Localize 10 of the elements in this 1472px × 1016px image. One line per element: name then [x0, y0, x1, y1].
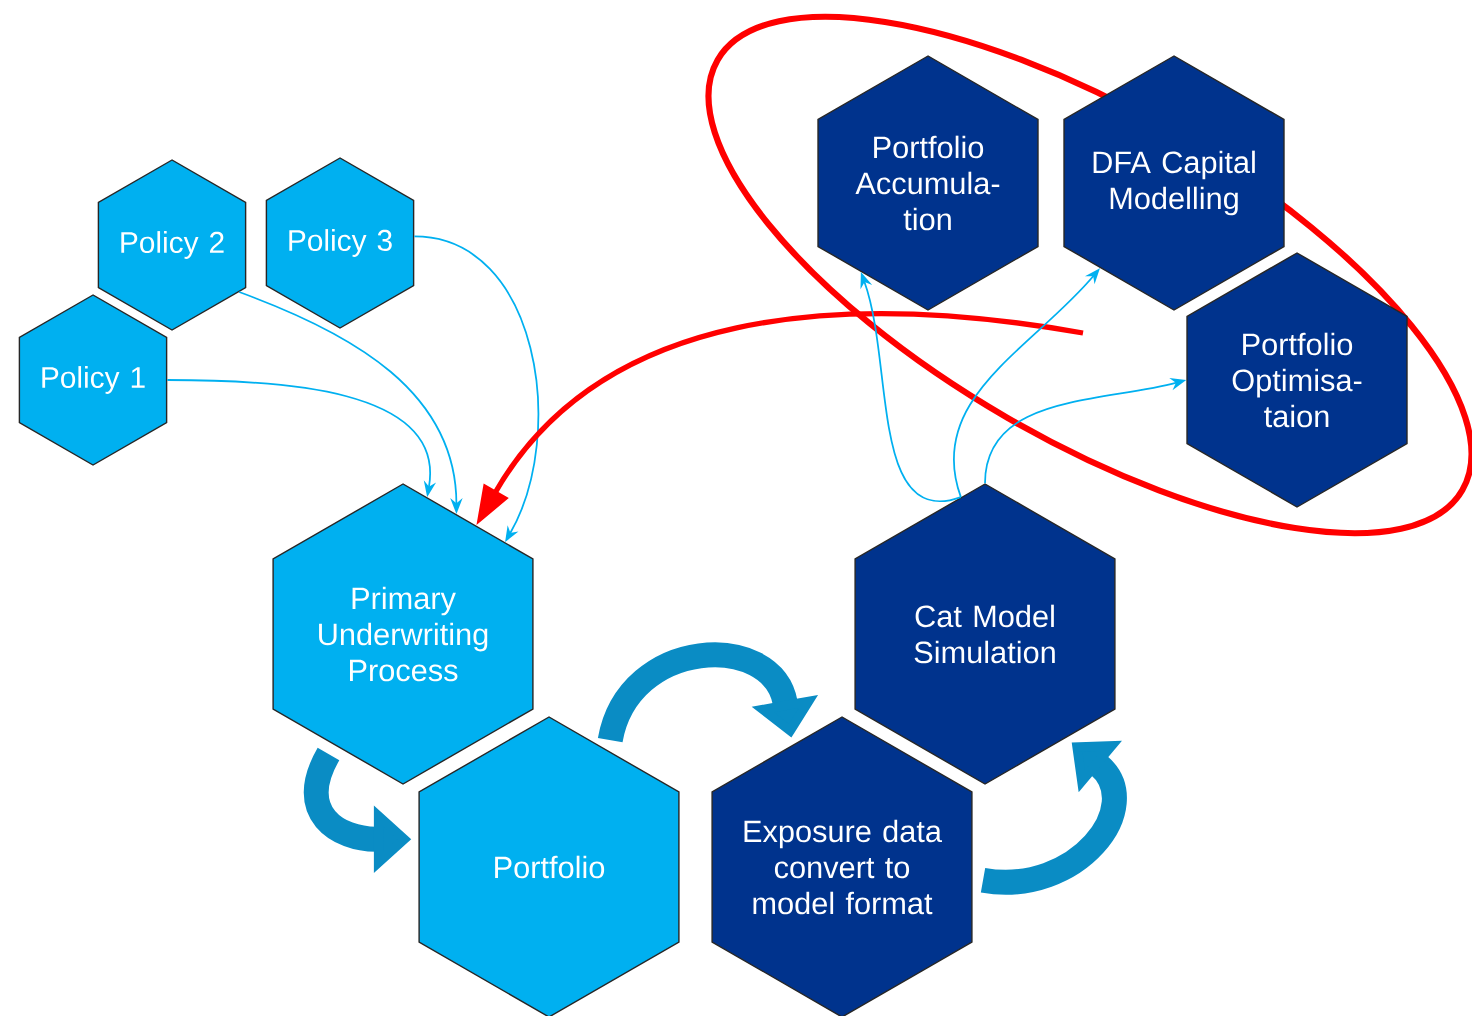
hexagon: Portfolio Accumula- tion: [817, 55, 1039, 311]
hexagon: Portfolio: [418, 716, 680, 1016]
hexagon: Policy 2: [97, 159, 247, 331]
hexagon: Exposure data convert to model format: [711, 716, 973, 1016]
hexagon: Primary Underwriting Process: [272, 483, 534, 785]
hexagon: DFA Capital Modelling: [1063, 55, 1285, 311]
hexagon: Cat Model Simulation: [854, 483, 1116, 785]
hexagon: Policy 1: [18, 294, 168, 466]
hexagon: Portfolio Optimisa- taion: [1186, 252, 1408, 508]
hexagon: Policy 3: [265, 157, 415, 329]
